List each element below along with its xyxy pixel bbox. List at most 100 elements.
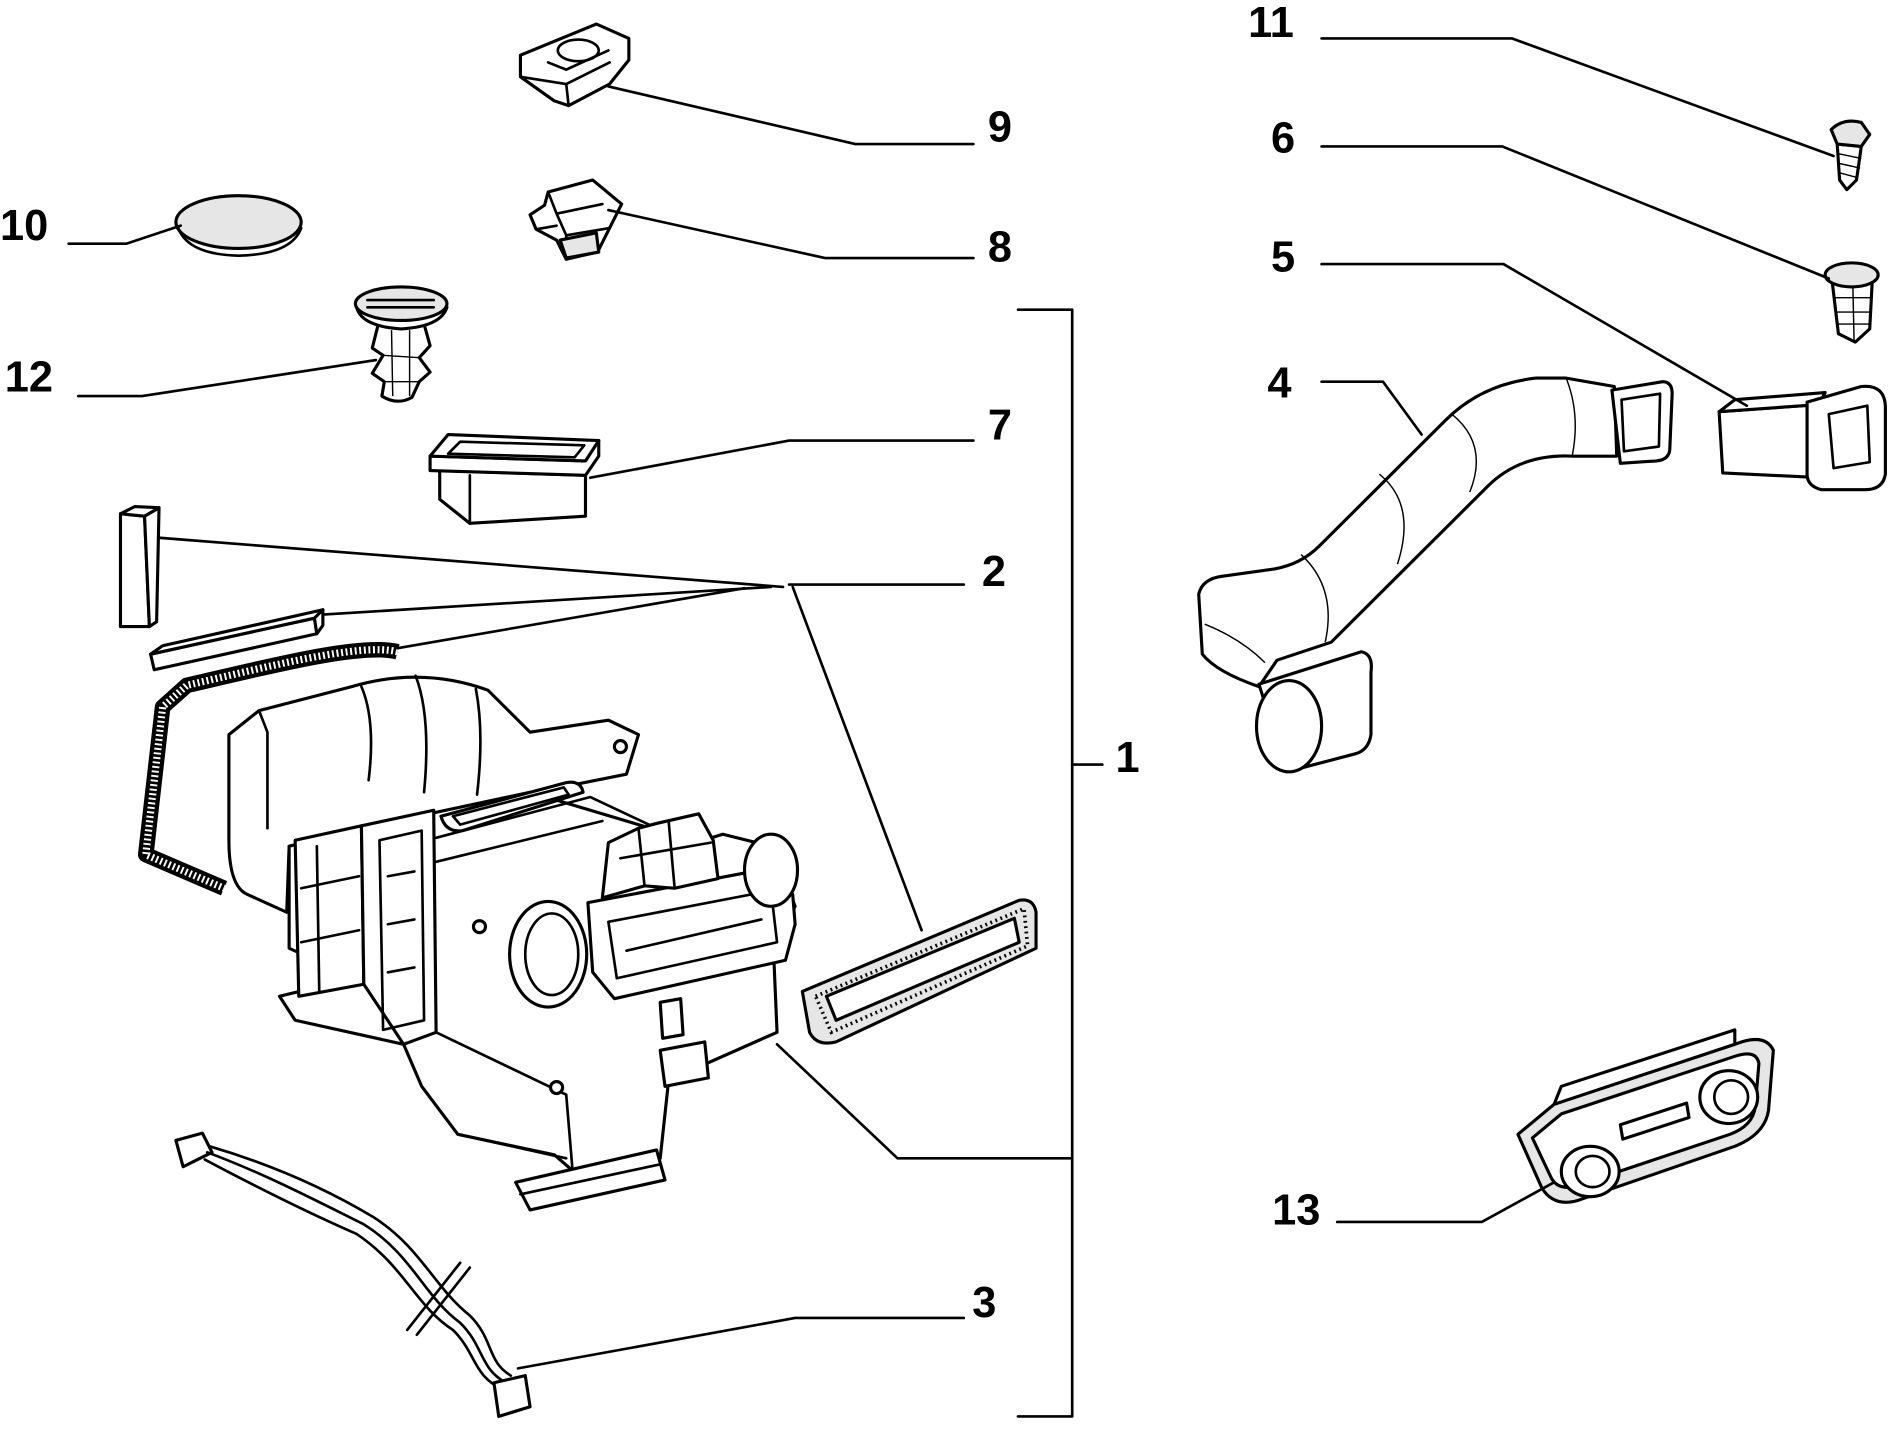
callout-11-leader (1320, 37, 1835, 158)
rivet-shank (370, 322, 432, 403)
heater-top-slot-inner (451, 786, 570, 826)
frame-seal (800, 898, 1038, 1045)
part-1-heater-unit (227, 674, 800, 1212)
frame-seal-inner (824, 916, 1021, 1022)
clip-8-tab (558, 231, 601, 260)
callout-8-label: 8 (988, 224, 1012, 272)
heater-connector-bottom (658, 1040, 710, 1088)
callout-2-leader-vertical-strip (157, 536, 785, 589)
part-13-vent-panel (1516, 1028, 1775, 1204)
heater-left-frame (293, 824, 366, 998)
part-7-filter (428, 432, 601, 525)
callout-3-label: 3 (972, 1279, 996, 1327)
callout-1-bracket (1016, 308, 1074, 1418)
heater-outlet-ring (508, 899, 589, 1009)
callout-12-label: 12 (5, 353, 53, 401)
callout-labels: 1 2 3 4 5 6 7 8 9 10 11 12 13 (0, 0, 1320, 1327)
callout-7-label: 7 (988, 401, 1012, 449)
harness-connector-bottom (492, 1374, 532, 1418)
part-12-push-rivet (353, 285, 449, 403)
gasket (137, 641, 400, 896)
adapter-flange (1805, 384, 1887, 492)
heater-foot-edge (519, 1163, 662, 1196)
heater-connector-top (658, 997, 685, 1040)
adapter-flange-inner (1827, 404, 1872, 470)
heater-outlet-ring-inner (523, 912, 580, 997)
callout-2-leader-horizontal-strip (321, 585, 773, 616)
heater-drum-seams (257, 674, 482, 830)
callout-2-leader-gasket (396, 586, 746, 650)
part-4-air-duct (1197, 376, 1674, 774)
callout-5-label: 5 (1271, 233, 1295, 281)
rivet-slot (366, 298, 436, 309)
callout-leaders (67, 37, 1835, 1418)
callout-4-label: 4 (1267, 359, 1291, 407)
rivet-ribs (383, 330, 420, 397)
callout-9-label: 9 (988, 104, 1012, 152)
strip-v-top (118, 504, 161, 518)
heater-side-cylinder (742, 832, 800, 908)
filter-slot (446, 440, 586, 459)
harness-cut-mark (405, 1261, 472, 1337)
callout-2-label: 2 (982, 548, 1006, 596)
adapter-top (1717, 390, 1827, 414)
screw-head (1829, 119, 1872, 149)
plug-head (1823, 261, 1880, 289)
plug-ribs (1834, 285, 1871, 341)
heater-bracket-details (619, 819, 713, 890)
heater-mount-hole (612, 739, 629, 755)
duct-upper-outlet (1610, 380, 1674, 465)
part-3-wiring-harness (174, 1131, 532, 1418)
heater-rear-housing (227, 675, 641, 914)
heater-screw-point-b (548, 1079, 565, 1096)
heater-actuator-bracket (600, 812, 720, 900)
harness-wires (203, 1144, 513, 1392)
cap-top (174, 194, 303, 251)
foam-strip-vertical (118, 504, 161, 629)
part-2-seals (118, 504, 1038, 1045)
vent-outlet-right-inner (1712, 1078, 1750, 1116)
duct-body (1197, 376, 1619, 689)
callout-1-label: 1 (1116, 734, 1140, 782)
part-5-duct-adapter (1717, 384, 1887, 492)
part-8-clip (528, 178, 624, 261)
heater-side-panel-details (378, 829, 426, 1032)
heater-deck-lines (434, 795, 773, 1169)
clip-9-edges (519, 49, 611, 107)
callout-13-label: 13 (1272, 1186, 1320, 1234)
harness-connector-top (174, 1131, 214, 1169)
callout-7-leader (588, 439, 975, 480)
foam-strip-horizontal (149, 608, 325, 672)
callout-4-leader (1320, 380, 1423, 436)
clip-8-edges (534, 190, 611, 261)
duct-lower-opening (1254, 679, 1324, 774)
callout-10-label: 10 (0, 202, 48, 250)
gasket-texture (142, 646, 399, 892)
callout-3-leader (516, 1316, 966, 1370)
duct-upper-outlet-inner (1620, 392, 1662, 453)
part-6-plug-fastener (1823, 261, 1880, 344)
duct-segment-lines (1204, 377, 1576, 664)
clip-9-recess (556, 38, 601, 63)
part-11-screw (1829, 119, 1872, 192)
cap-rim (176, 226, 303, 257)
callout-13-leader (1335, 1181, 1556, 1224)
part-10-cap (174, 194, 303, 257)
heater-frame-ribs (299, 844, 361, 993)
screw-thread (1838, 152, 1862, 179)
heater-screw-point-a (471, 919, 488, 935)
callout-5-leader (1320, 262, 1749, 408)
strip-h-end (312, 608, 325, 636)
vent-panel-label-plate (1618, 1101, 1691, 1141)
callout-2-leader-frame-seal (791, 585, 923, 932)
rivet-head (353, 285, 449, 323)
callout-6-label: 6 (1271, 115, 1295, 163)
callout-6-leader (1320, 145, 1831, 280)
callout-8-leader (607, 208, 975, 260)
part-9-clip (518, 22, 631, 108)
filter-body (438, 468, 588, 525)
callout-12-leader (76, 358, 378, 398)
callout-11-label: 11 (1248, 0, 1294, 47)
vent-panel-top-ridge (1552, 1028, 1737, 1106)
